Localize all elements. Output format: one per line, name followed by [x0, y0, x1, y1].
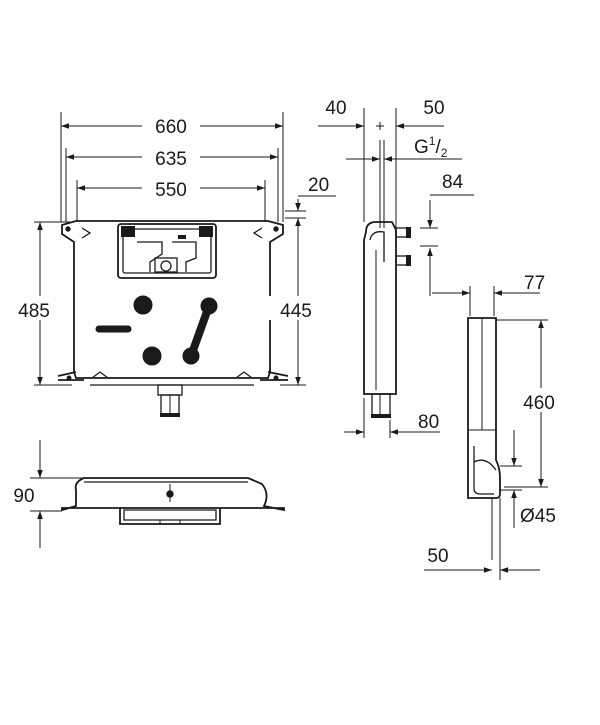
dim-84: 84 [442, 172, 464, 193]
dim-50-top: 50 [423, 98, 444, 119]
dim-635: 635 [155, 149, 187, 170]
dim-40: 40 [325, 98, 346, 119]
dim-660: 660 [155, 117, 187, 138]
bend-view: 77 460 Ø45 50 [424, 273, 568, 580]
dim-77: 77 [524, 273, 545, 294]
front-hole-lower [142, 346, 162, 366]
side-view: 40 50 G1/2 84 80 [318, 98, 474, 438]
side-body-outline [363, 221, 397, 395]
front-view: 660 635 550 [5, 112, 336, 417]
thread-label: G1/2 [414, 134, 448, 160]
plan-body-outline [61, 477, 285, 512]
dim-445: 445 [280, 301, 312, 322]
dim-80: 80 [418, 412, 439, 433]
dim-90: 90 [13, 486, 34, 507]
dim-diameter-45: Ø45 [520, 506, 556, 527]
dim-485: 485 [18, 301, 50, 322]
dim-460: 460 [523, 393, 555, 414]
bend-body-outline [467, 317, 501, 499]
dim-50-bottom: 50 [427, 546, 448, 567]
plan-view: 90 [13, 440, 285, 548]
front-frame-outline [61, 220, 284, 379]
dim-550: 550 [155, 180, 187, 201]
front-hole-upper [133, 295, 153, 315]
dim-20: 20 [308, 175, 329, 196]
cistern-window [117, 223, 217, 279]
